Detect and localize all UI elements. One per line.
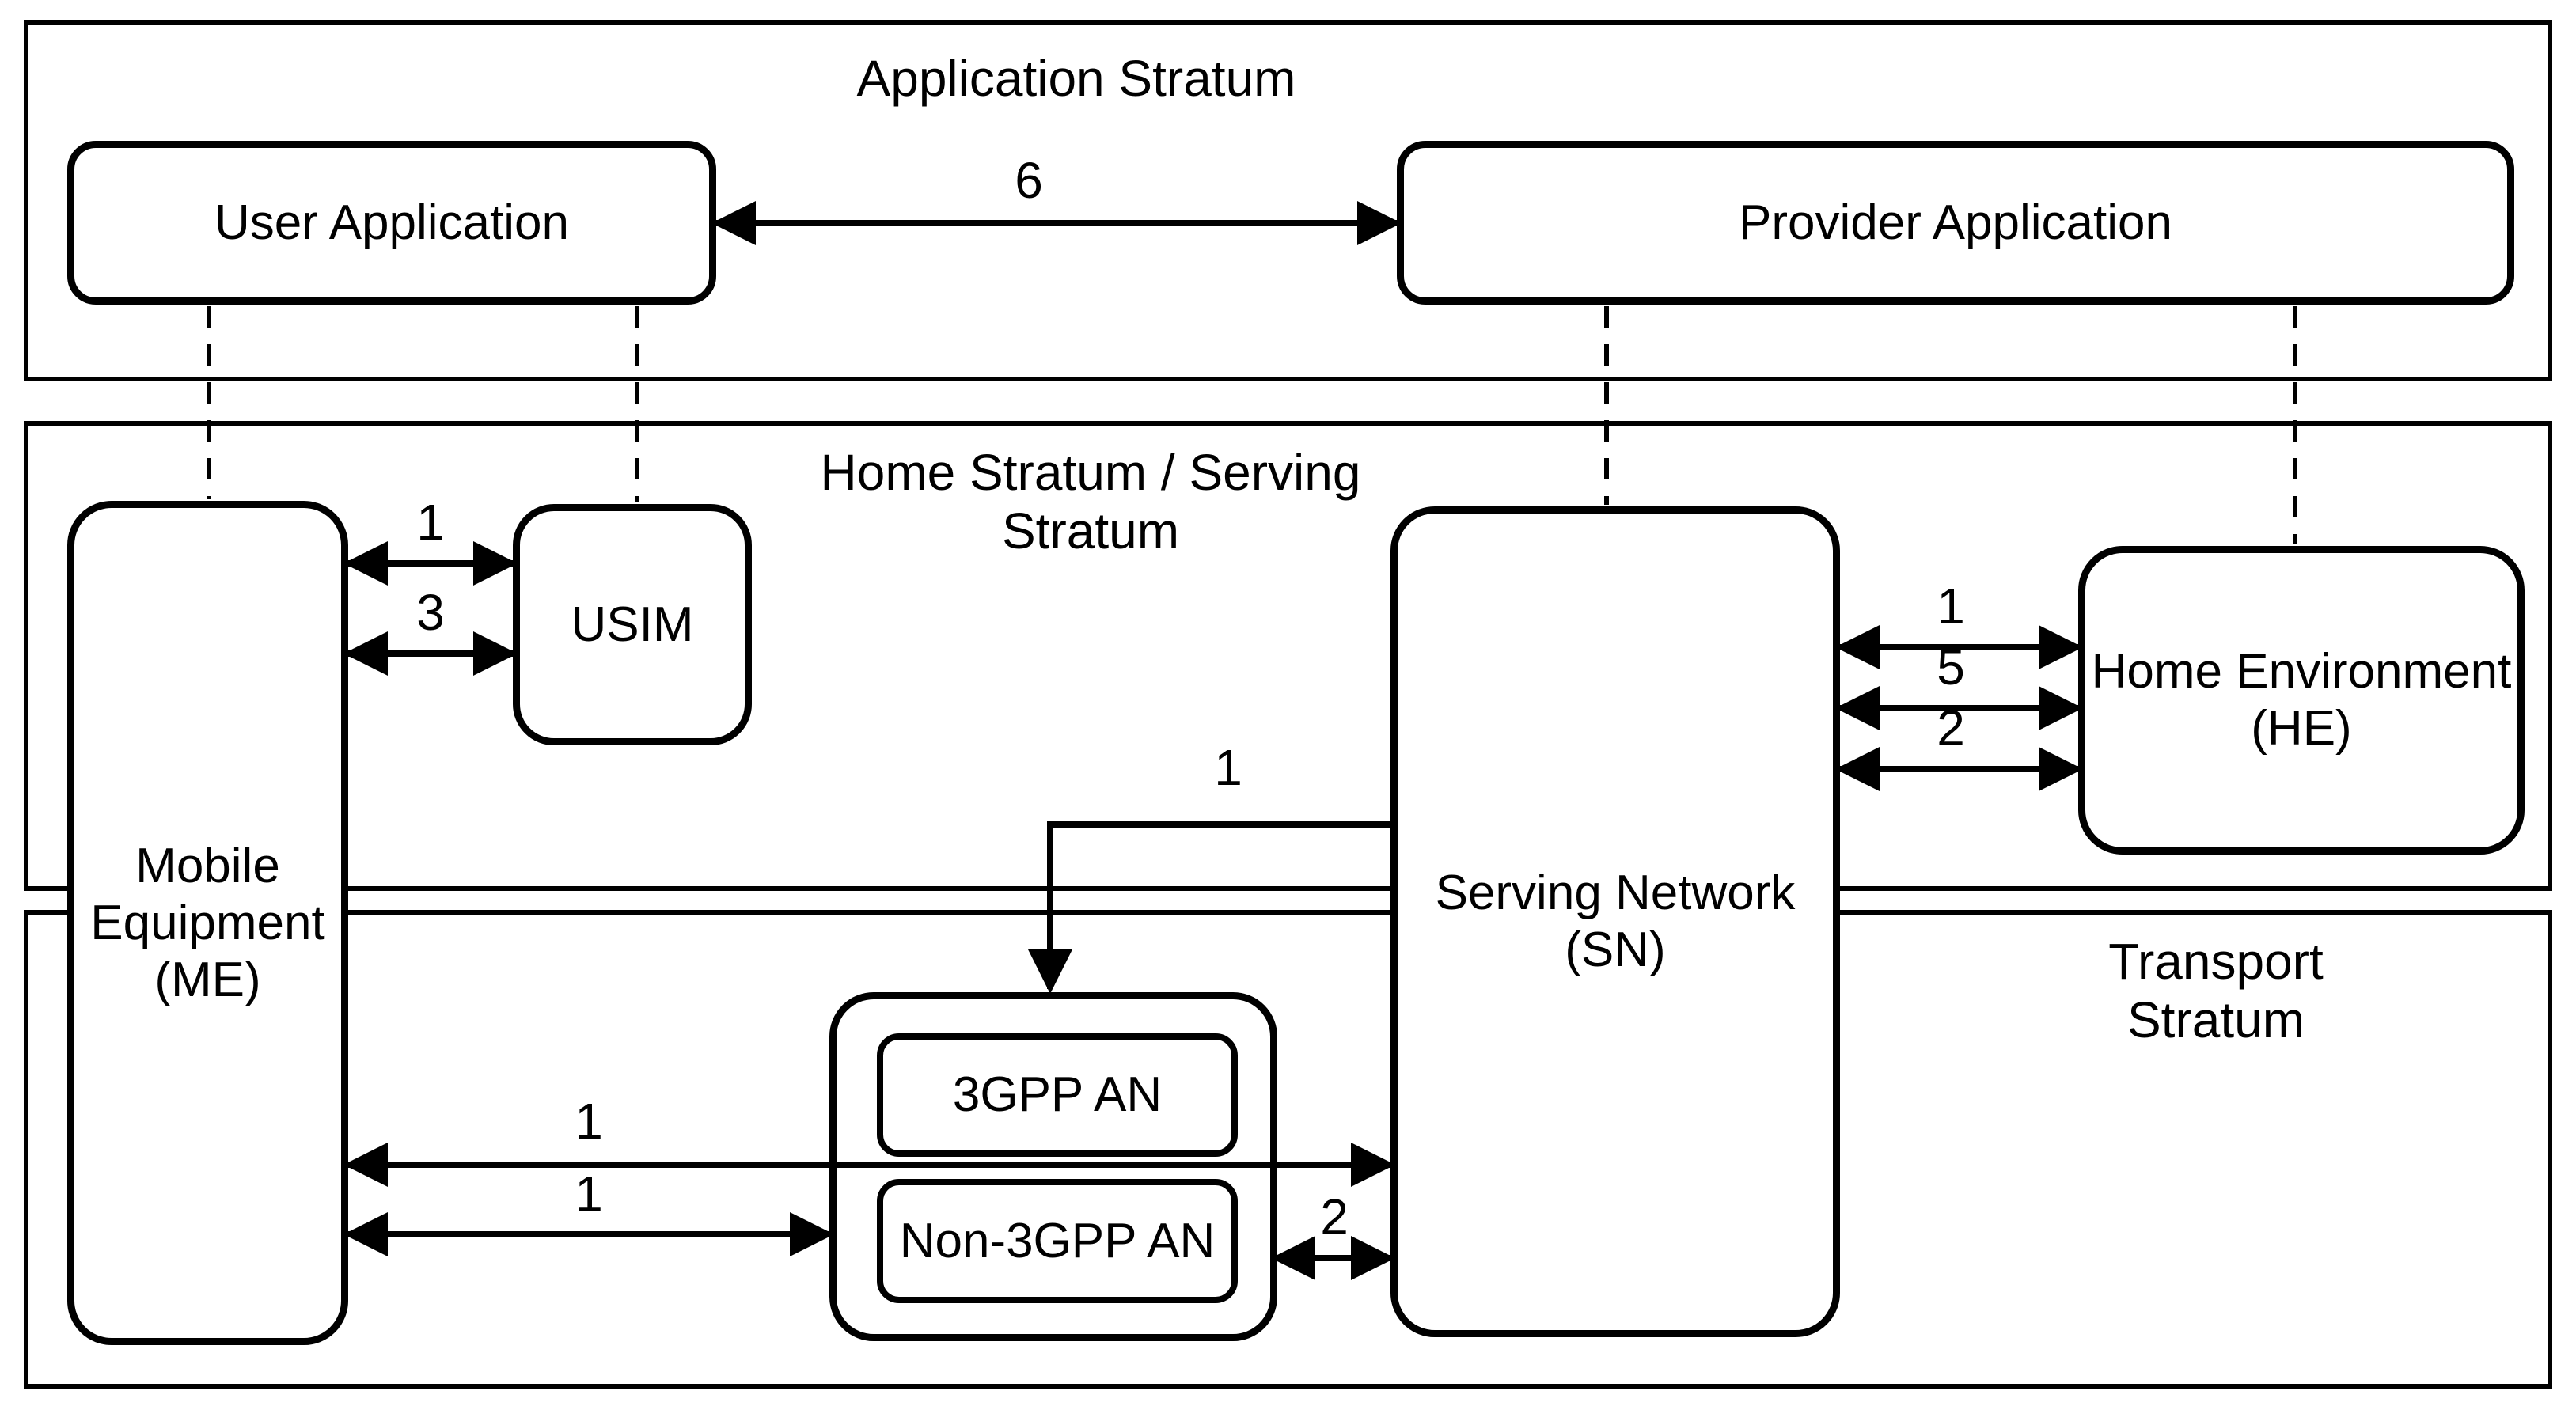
non-3gpp-an-node: Non-3GPP AN — [877, 1179, 1238, 1303]
home-environment-label: Home Environment (HE) — [2091, 644, 2512, 756]
edge-label-sn-he-1: 1 — [1937, 578, 1965, 635]
mobile-equipment-label: Mobile Equipment (ME) — [90, 838, 325, 1007]
3gpp-an-label: 3GPP AN — [952, 1067, 1163, 1122]
edge-label-me-usim-3: 3 — [416, 584, 445, 641]
edge-label-an-sn-2: 2 — [1320, 1188, 1349, 1245]
user-application-node: User Application — [67, 141, 716, 305]
user-application-label: User Application — [214, 195, 570, 250]
serving-network-node: Serving Network (SN) — [1390, 506, 1840, 1337]
mobile-equipment-node: Mobile Equipment (ME) — [67, 501, 348, 1345]
provider-application-label: Provider Application — [1739, 195, 2172, 250]
application-stratum-title: Application Stratum — [856, 50, 1296, 107]
transport-stratum-title: Transport Stratum — [2108, 933, 2324, 1048]
edge-label-6: 6 — [1015, 152, 1043, 209]
edge-label-me-sn-1: 1 — [575, 1093, 603, 1150]
non-3gpp-an-label: Non-3GPP AN — [899, 1213, 1216, 1268]
3gpp-an-node: 3GPP AN — [877, 1033, 1238, 1157]
usim-label: USIM — [571, 597, 694, 652]
provider-application-node: Provider Application — [1397, 141, 2514, 305]
home-serving-stratum-title: Home Stratum / Serving Stratum — [820, 444, 1361, 559]
usim-node: USIM — [513, 504, 752, 745]
home-environment-node: Home Environment (HE) — [2078, 546, 2525, 855]
edge-label-sn-he-2: 2 — [1937, 699, 1965, 756]
edge-label-me-usim-1: 1 — [416, 494, 445, 551]
serving-network-label: Serving Network (SN) — [1435, 866, 1796, 977]
edge-label-me-an-1: 1 — [575, 1165, 603, 1222]
edge-label-sn-an-1: 1 — [1214, 739, 1242, 796]
edge-label-sn-he-5: 5 — [1937, 639, 1965, 695]
